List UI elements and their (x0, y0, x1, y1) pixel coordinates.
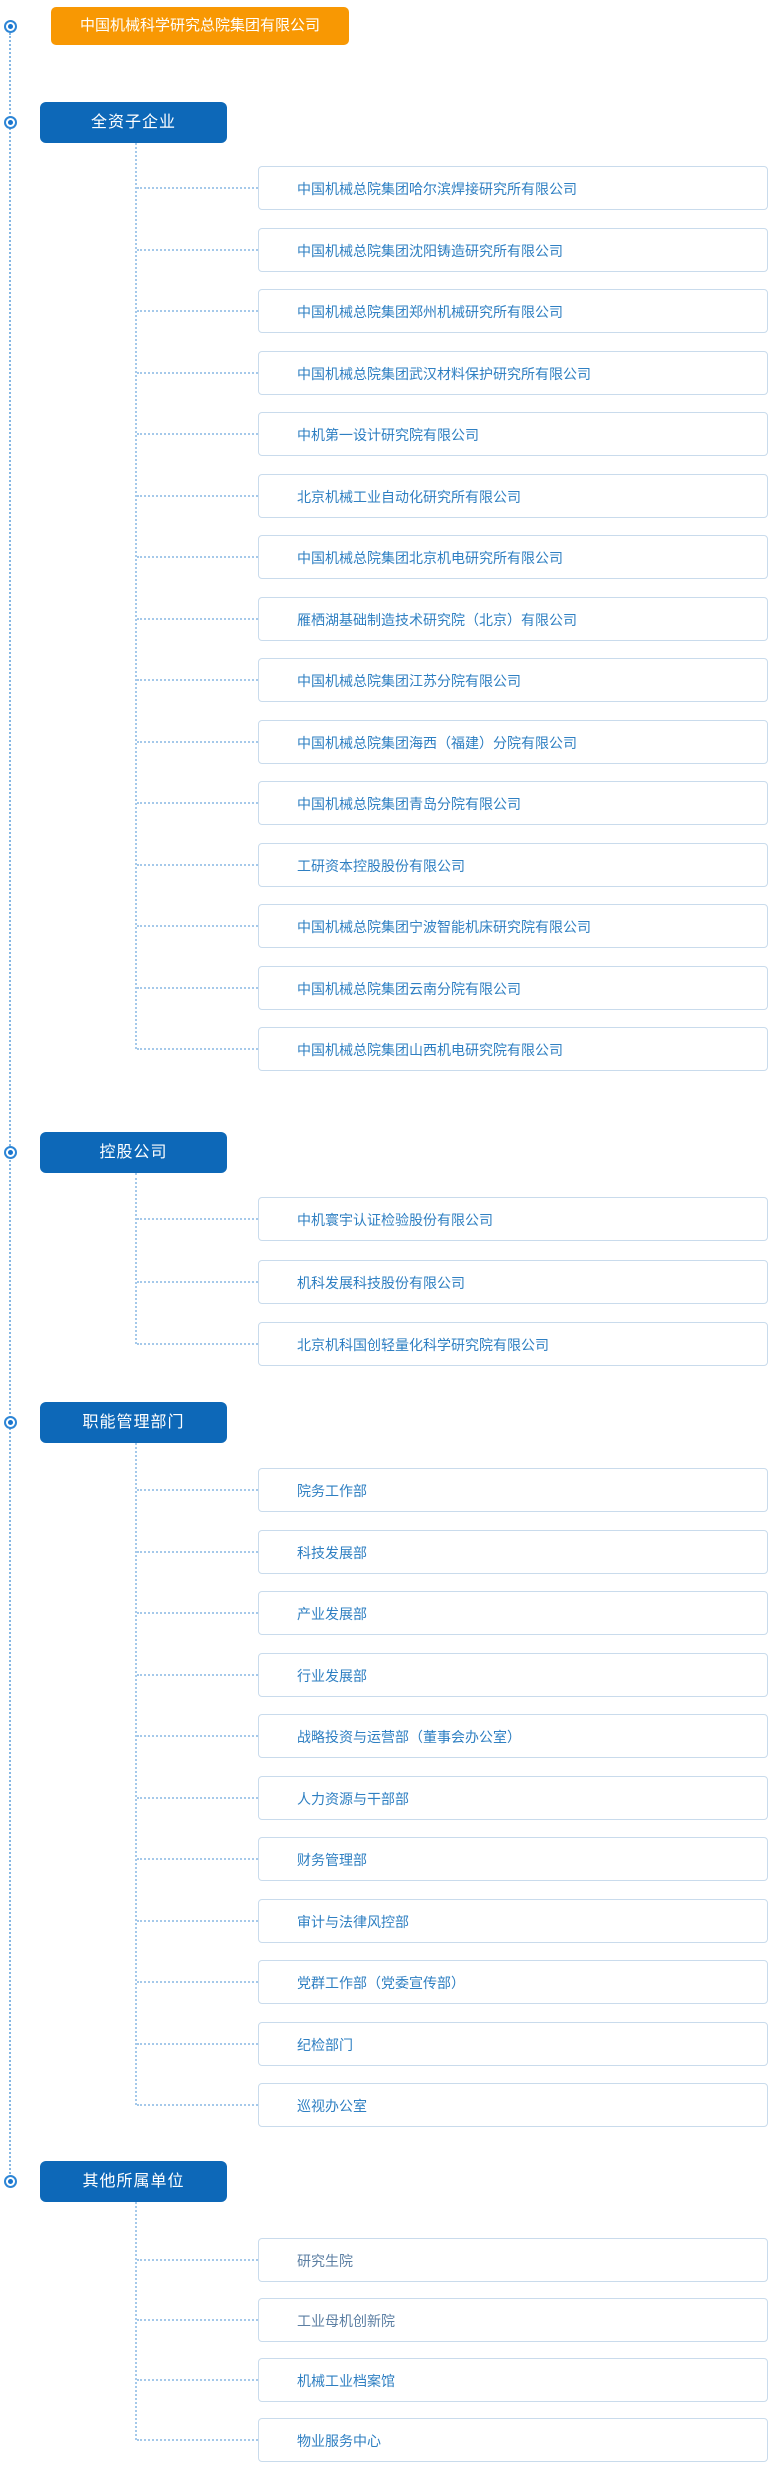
org-item[interactable]: 中国机械总院集团宁波智能机床研究院有限公司 (137, 904, 768, 948)
org-item[interactable]: 纪检部门 (137, 2022, 768, 2066)
org-item[interactable]: 中国机械总院集团沈阳铸造研究所有限公司 (137, 228, 768, 272)
radio-dot-icon (8, 2179, 13, 2184)
section-header-holding[interactable]: 控股公司 (40, 1132, 227, 1173)
org-item[interactable]: 科技发展部 (137, 1530, 768, 1574)
org-item[interactable]: 人力资源与干部部 (137, 1776, 768, 1820)
radio-dot-icon (8, 1420, 13, 1425)
radio-icon[interactable] (4, 116, 17, 129)
section-header-departments[interactable]: 职能管理部门 (40, 1402, 227, 1443)
org-item[interactable]: 中国机械总院集团江苏分院有限公司 (137, 658, 768, 702)
org-item[interactable]: 财务管理部 (137, 1837, 768, 1881)
trunk-connector-line (9, 33, 11, 2182)
org-item[interactable]: 中国机械总院集团青岛分院有限公司 (137, 781, 768, 825)
org-item[interactable]: 北京机械工业自动化研究所有限公司 (137, 474, 768, 518)
section-header-wholly-owned[interactable]: 全资子企业 (40, 102, 227, 143)
radio-dot-icon (8, 1150, 13, 1155)
section-header-other-units[interactable]: 其他所属单位 (40, 2161, 227, 2202)
branch-connector-line (135, 1443, 137, 2105)
org-item[interactable]: 行业发展部 (137, 1653, 768, 1697)
radio-icon[interactable] (4, 1416, 17, 1429)
org-item[interactable]: 中国机械总院集团北京机电研究所有限公司 (137, 535, 768, 579)
org-item[interactable]: 产业发展部 (137, 1591, 768, 1635)
root-org-node[interactable]: 中国机械科学研究总院集团有限公司 (51, 7, 349, 45)
branch-connector-line (135, 143, 137, 1049)
org-item[interactable]: 中机寰宇认证检验股份有限公司 (137, 1197, 768, 1241)
org-item[interactable]: 中国机械总院集团武汉材料保护研究所有限公司 (137, 351, 768, 395)
org-item[interactable]: 审计与法律风控部 (137, 1899, 768, 1943)
org-item[interactable]: 工研资本控股股份有限公司 (137, 843, 768, 887)
radio-icon[interactable] (4, 1146, 17, 1159)
org-item[interactable]: 中国机械总院集团哈尔滨焊接研究所有限公司 (137, 166, 768, 210)
org-item[interactable]: 中国机械总院集团山西机电研究院有限公司 (137, 1027, 768, 1071)
radio-icon[interactable] (4, 20, 17, 33)
org-item[interactable]: 研究生院 (137, 2238, 768, 2282)
org-item[interactable]: 党群工作部（党委宣传部） (137, 1960, 768, 2004)
org-item[interactable]: 物业服务中心 (137, 2418, 768, 2462)
org-item[interactable]: 巡视办公室 (137, 2083, 768, 2127)
radio-dot-icon (8, 24, 13, 29)
org-item[interactable]: 院务工作部 (137, 1468, 768, 1512)
org-item[interactable]: 中国机械总院集团郑州机械研究所有限公司 (137, 289, 768, 333)
org-item[interactable]: 战略投资与运营部（董事会办公室） (137, 1714, 768, 1758)
radio-dot-icon (8, 120, 13, 125)
org-item[interactable]: 机科发展科技股份有限公司 (137, 1260, 768, 1304)
org-item[interactable]: 雁栖湖基础制造技术研究院（北京）有限公司 (137, 597, 768, 641)
radio-icon[interactable] (4, 2175, 17, 2188)
branch-connector-line (135, 1173, 137, 1344)
org-item[interactable]: 工业母机创新院 (137, 2298, 768, 2342)
org-item[interactable]: 中国机械总院集团云南分院有限公司 (137, 966, 768, 1010)
org-item[interactable]: 中国机械总院集团海西（福建）分院有限公司 (137, 720, 768, 764)
org-item[interactable]: 北京机科国创轻量化科学研究院有限公司 (137, 1322, 768, 1366)
branch-connector-line (135, 2202, 137, 2440)
org-item[interactable]: 机械工业档案馆 (137, 2358, 768, 2402)
org-item[interactable]: 中机第一设计研究院有限公司 (137, 412, 768, 456)
